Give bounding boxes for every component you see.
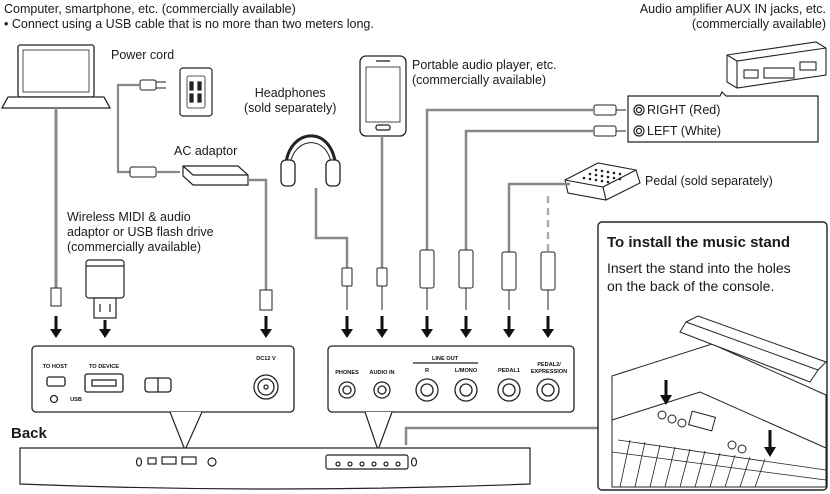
left-jack-panel (31, 345, 295, 413)
pedal2-plug (540, 251, 556, 310)
dc-plug (259, 289, 273, 311)
line-out-label: LINE OUT (431, 356, 459, 362)
phones-plug (341, 267, 353, 310)
callout-left (169, 411, 203, 452)
ac-adaptor-icon (182, 165, 249, 186)
headphones-label: Headphones (sold separately) (244, 86, 337, 115)
headphones-icon (280, 134, 341, 187)
rca-right-label: RIGHT (Red) (647, 103, 721, 117)
usb-host-plug (50, 287, 62, 307)
rca-left-label: LEFT (White) (647, 124, 722, 138)
pedal2-label: PEDAL2/ EXPRESSION (530, 362, 568, 375)
power-plug-icon (139, 79, 166, 91)
back-label: Back (11, 425, 47, 442)
amplifier-icon (726, 41, 827, 89)
wireless-adaptor-label: Wireless MIDI & audio adaptor or USB fla… (67, 210, 214, 254)
power-cord-cable (116, 83, 140, 174)
dc-cable (248, 178, 268, 292)
line-out-l-label: L/MONO (454, 368, 478, 374)
computer-label: Computer, smartphone, etc. (commercially… (4, 2, 296, 16)
piano-keys (611, 439, 827, 488)
ac-adaptor-label: AC adaptor (174, 144, 238, 158)
pedal1-label: PEDAL1 (497, 368, 521, 374)
audio-in-label: AUDIO IN (369, 370, 395, 376)
headphones-cable (314, 188, 349, 270)
line-out-l-cable (464, 129, 594, 252)
rca-jack-right-icon (633, 104, 645, 116)
music-stand-callout-line (404, 426, 605, 445)
pedal1-plug (501, 251, 517, 310)
music-stand-text: Insert the stand into the holes on the b… (607, 260, 791, 294)
pedal-dots (582, 168, 622, 184)
audio-player-label: Portable audio player, etc. (commerciall… (412, 58, 557, 87)
pedal-label: Pedal (sold separately) (645, 174, 773, 188)
wall-outlet-icon (179, 67, 213, 117)
rca-callout (627, 90, 819, 143)
insert-arrows (660, 380, 776, 457)
amplifier-label: Audio amplifier AUX IN jacks, etc. (comm… (639, 2, 826, 31)
power-cord-label: Power cord (111, 48, 175, 62)
connection-arrows (50, 316, 554, 338)
console-back (19, 447, 531, 490)
rca-jack-left-icon (633, 125, 645, 137)
ac-inlet-plug-icon (129, 166, 157, 178)
rca-plug-left (593, 125, 626, 137)
line-out-r-label: R (424, 368, 430, 374)
wireless-adaptor-icon (85, 259, 125, 319)
line-out-r-plug (419, 249, 435, 310)
usb-label: USB (70, 397, 82, 403)
usb-cable-note: • Connect using a USB cable that is no m… (4, 17, 374, 31)
audio-in-plug (376, 267, 388, 310)
laptop-icon (0, 44, 112, 109)
to-host-label: TO HOST (42, 364, 68, 370)
pedal1-cable (507, 182, 570, 254)
audio-player-icon (359, 55, 407, 137)
phones-label: PHONES (335, 370, 359, 376)
to-device-label: TO DEVICE (88, 364, 120, 370)
rca-plug-right (593, 104, 626, 116)
line-out-l-plug (458, 249, 474, 310)
right-jack-panel (327, 345, 575, 413)
callout-right (364, 411, 393, 452)
dc-label: DC12 V (256, 356, 276, 362)
line-out-r-cable (425, 108, 594, 252)
music-stand-title: To install the music stand (607, 234, 791, 251)
